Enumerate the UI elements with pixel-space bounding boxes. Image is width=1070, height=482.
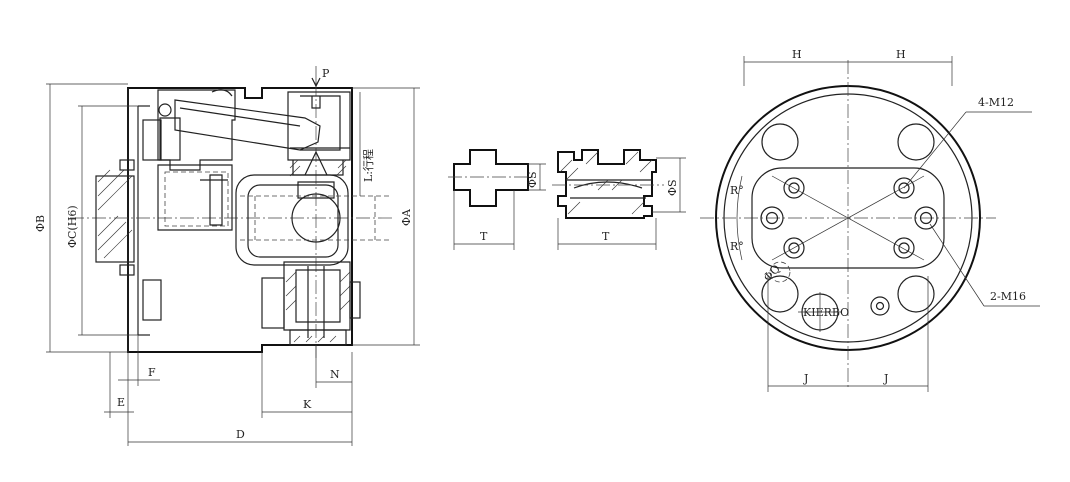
- label-stroke: L:行程: [362, 149, 375, 182]
- side-section-view: P L:行程 ΦB ΦC(H6) ΦA F E N: [34, 66, 420, 446]
- t-slot-view-2: ΦS T: [552, 149, 686, 250]
- label-4m12: 4-M12: [978, 96, 1014, 109]
- label-t1: T: [480, 230, 488, 243]
- label-2m16: 2-M16: [990, 290, 1026, 303]
- label-h-left: H: [792, 48, 802, 61]
- label-t2: T: [602, 230, 610, 243]
- label-h-right: H: [896, 48, 906, 61]
- label-s2: ΦS: [666, 179, 679, 196]
- label-s1: ΦS: [526, 171, 539, 188]
- label-j-right: J: [883, 372, 888, 385]
- label-r-top: R°: [730, 184, 744, 197]
- front-view: KIERBO R° R° ΦQ 4-M12 2-M16 H H J J: [700, 48, 1040, 392]
- label-n: N: [330, 368, 340, 381]
- m16-holes: [760, 206, 938, 230]
- label-k: K: [303, 398, 312, 411]
- brand-label: KIERBO: [803, 306, 849, 319]
- label-e: E: [117, 396, 125, 409]
- t-slot-view-1: ΦS T: [448, 149, 546, 250]
- label-c: ΦC(H6): [66, 205, 79, 248]
- label-b: ΦB: [34, 215, 47, 232]
- label-j-left: J: [803, 372, 808, 385]
- label-phi: ΦQ: [761, 262, 783, 284]
- label-f: F: [148, 366, 156, 379]
- label-r-bottom: R°: [730, 240, 744, 253]
- label-p: P: [322, 67, 330, 80]
- label-d: D: [236, 428, 245, 441]
- m12-holes: [783, 177, 915, 259]
- label-a: ΦA: [400, 208, 413, 226]
